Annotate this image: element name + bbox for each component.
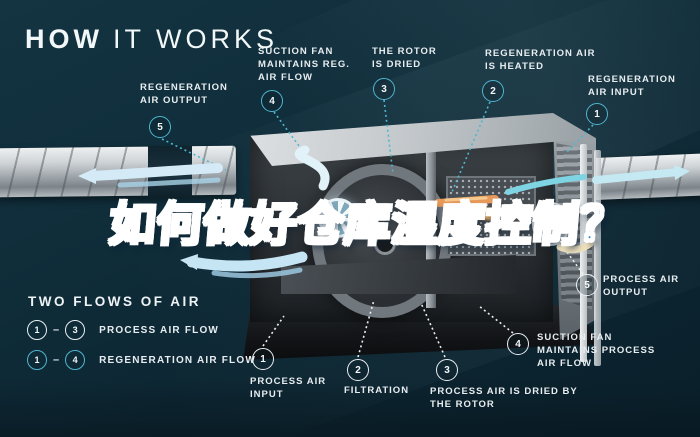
fan-icon [318, 197, 359, 238]
badge-reg-5: 5 [149, 116, 171, 138]
badge-proc-2: 2 [347, 359, 369, 381]
page-title: HOW IT WORKS [25, 24, 278, 55]
badge-proc-1: 1 [252, 348, 274, 370]
legend-circle-from: 1 [27, 320, 47, 340]
dehumidifier-unit [236, 108, 602, 366]
legend-circle-from: 1 [27, 350, 47, 370]
label-process-air-input: PROCESS AIR INPUT [250, 376, 327, 400]
headline-cn: 如何做好仓库湿度控制？ [106, 197, 630, 252]
label-reg-air-output: REGENERATION AIR OUTPUT [140, 82, 228, 106]
rotor-hub [374, 232, 397, 255]
heater-glow [446, 207, 533, 220]
badge-proc-4: 4 [507, 333, 529, 355]
flow-arrowhead [180, 254, 198, 270]
title-light: IT WORKS [112, 24, 278, 54]
chamber-divider [426, 149, 437, 308]
label-suction-fan-process: SUCTION FAN MAINTAINS PROCESS AIR FLOW [537, 332, 656, 369]
badge-proc-5: 5 [576, 274, 598, 296]
badge-reg-3: 3 [373, 78, 395, 100]
legend-circle-to: 3 [65, 320, 86, 340]
legend-process-flow: 1 – 3 PROCESS AIR FLOW [27, 320, 219, 340]
air-port-hole [543, 213, 557, 230]
frame-post [594, 149, 602, 366]
label-reg-air-input: REGENERATION AIR INPUT [588, 74, 676, 98]
badge-reg-4: 4 [261, 90, 283, 112]
machine-cutaway-interior [250, 135, 602, 366]
label-process-air-output: PROCESS AIR OUTPUT [603, 274, 680, 298]
legend-separator: – [53, 324, 60, 336]
label-reg-air-heated: REGENERATION AIR IS HEATED [485, 48, 596, 72]
label-rotor-dried: THE ROTOR IS DRIED [372, 46, 437, 70]
legend-regeneration-flow: 1 – 4 REGENERATION AIR FLOW [27, 350, 256, 370]
badge-reg-2: 2 [482, 80, 504, 102]
badge-proc-3: 3 [436, 359, 458, 381]
legend-label: REGENERATION AIR FLOW [99, 354, 256, 366]
legend-circle-to: 4 [65, 350, 86, 370]
title-bold: HOW [25, 24, 103, 54]
legend-separator: – [53, 354, 60, 366]
badge-reg-1: 1 [586, 103, 608, 125]
legend-title: TWO FLOWS OF AIR [28, 294, 201, 309]
label-filtration: FILTRATION [344, 385, 410, 396]
legend-label: PROCESS AIR FLOW [99, 324, 220, 336]
label-suction-fan-reg: SUCTION FAN MAINTAINS REG. AIR FLOW [258, 46, 350, 83]
bottom-vignette [0, 377, 700, 437]
label-process-air-dried: PROCESS AIR IS DRIED BY THE ROTOR [430, 386, 578, 410]
